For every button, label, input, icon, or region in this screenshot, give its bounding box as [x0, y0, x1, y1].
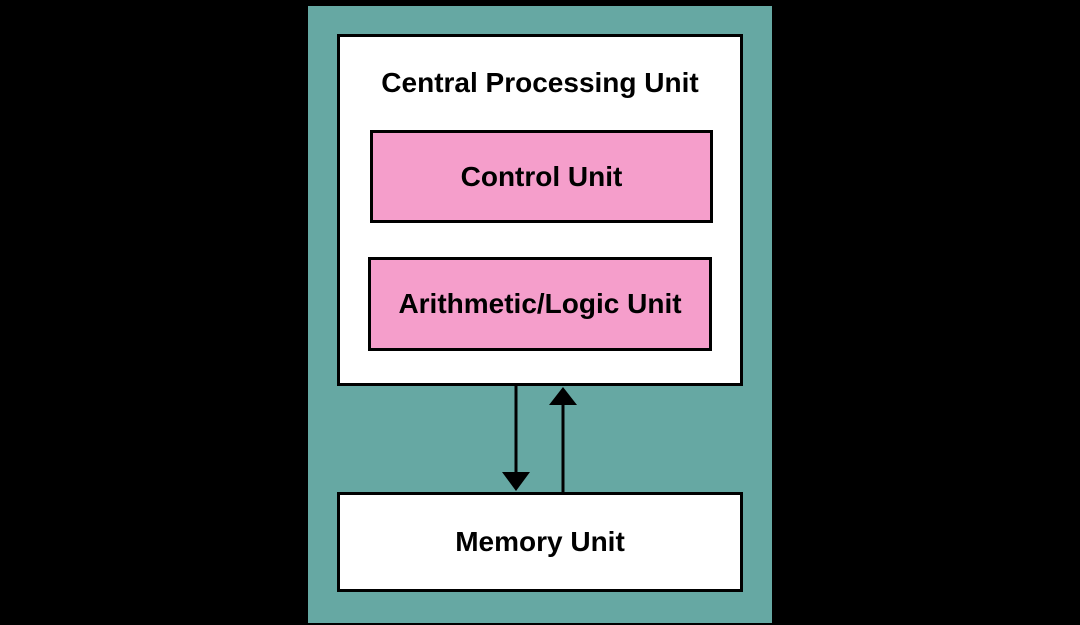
- control-unit-label: Control Unit: [460, 160, 623, 192]
- memory-unit-label: Memory Unit: [455, 526, 625, 557]
- alu-label: Arithmetic/Logic Unit: [398, 288, 682, 319]
- memory-unit-box: Memory Unit: [337, 492, 743, 592]
- memory-to-cpu-arrow: [549, 387, 577, 492]
- arithmetic-logic-unit-box: Arithmetic/Logic Unit: [368, 257, 712, 351]
- cpu-title: Central Processing Unit: [381, 67, 699, 98]
- control-unit-box: Control Unit: [370, 130, 713, 223]
- cpu-to-memory-arrow: [502, 386, 530, 491]
